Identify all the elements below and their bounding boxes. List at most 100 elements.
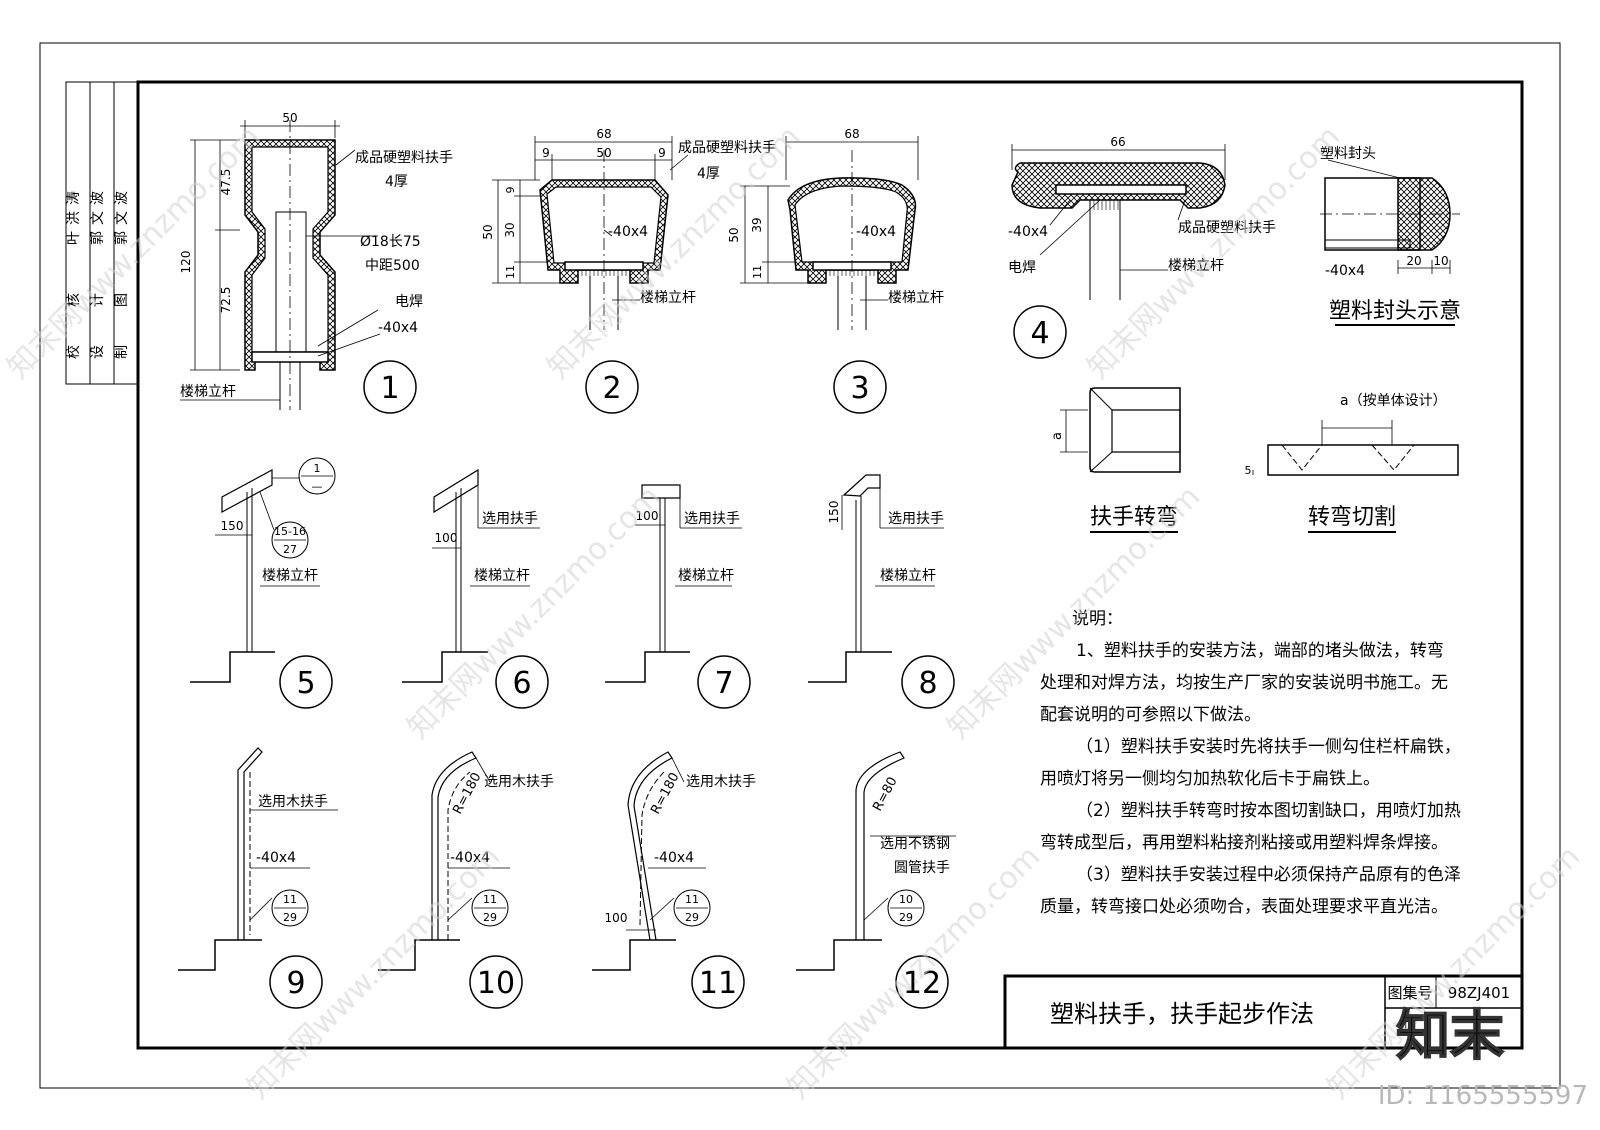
d9-ref-bot: 29 — [283, 911, 297, 924]
sig-c1-0: 校 — [65, 345, 82, 359]
d8-dim: 150 — [827, 501, 841, 524]
detail-7 — [605, 484, 751, 709]
notes-line-7: （3）塑料扶手安装过程中必须保持产品原有的色泽 — [1076, 865, 1461, 885]
title-block-atlas-label: 图集号 — [1387, 984, 1432, 1002]
notes-line-6: 弯转成型后，再用塑料粘接剂粘接或用塑料焊条焊接。 — [1040, 833, 1448, 853]
notes-heading: 说明： — [1072, 609, 1123, 629]
d9-number: 9 — [286, 966, 305, 1001]
d4-label-post: 楼梯立杆 — [1168, 258, 1224, 274]
cut-detail — [1252, 420, 1459, 533]
detail-2 — [492, 136, 689, 414]
d5-ref-bot: — — [312, 480, 323, 493]
title-block — [1003, 974, 1524, 1050]
d11-ref-bot: 29 — [685, 911, 699, 924]
d1-number: 1 — [380, 371, 399, 406]
d1-label-thick: 4厚 — [385, 174, 408, 190]
d9-label-sel: 选用木扶手 — [258, 794, 328, 810]
d10-ref-top: 11 — [483, 893, 497, 906]
d2-dim-total: 68 — [596, 127, 611, 141]
d5-number: 5 — [296, 666, 315, 701]
d3-dim-total: 68 — [844, 127, 859, 141]
detail-12 — [796, 751, 956, 1009]
d9-ref-top: 11 — [283, 893, 297, 906]
notes-block: 说明： 1、塑料扶手的安装方法，端部的堵头做法，转弯 处理和对焊方法，均按生产厂… — [1040, 609, 1461, 917]
d12-ref-top: 10 — [899, 893, 913, 906]
title-block-title: 塑料扶手，扶手起步作法 — [1050, 1000, 1314, 1028]
d10-label-sel: 选用木扶手 — [484, 774, 554, 790]
d5-ref2-top: 15-16 — [274, 525, 306, 538]
d3-dim-height: 50 — [727, 227, 741, 242]
endcap-detail — [1320, 159, 1460, 326]
d1-label-handrail: 成品硬塑料扶手 — [355, 150, 453, 166]
d2-dim-bot: 11 — [504, 265, 517, 279]
d3-label-bar: -40x4 — [856, 224, 896, 240]
d10-number: 10 — [477, 966, 515, 1001]
d10-ref-bot: 29 — [483, 911, 497, 924]
d6-dim: 100 — [435, 531, 458, 545]
d2-label-bar: -40x4 — [608, 224, 648, 240]
d8-label-post: 楼梯立杆 — [880, 568, 936, 584]
inner-frame — [136, 80, 1524, 1050]
d2-dim-left: 9 — [542, 146, 550, 160]
d4-label-bar: -40x4 — [1008, 224, 1048, 240]
detail-10 — [378, 751, 523, 1009]
notes-line-4: 用喷灯将另一侧均匀加热软化后卡于扁铁上。 — [1040, 769, 1380, 789]
notes-line-0: 1、塑料扶手的安装方法，端部的堵头做法，转弯 — [1076, 641, 1444, 661]
d12-ref-bot: 29 — [899, 911, 913, 924]
d7-dim: 100 — [636, 509, 659, 523]
d3-label-post: 楼梯立杆 — [888, 290, 944, 306]
endcap-title: 塑料封头示意 — [1329, 299, 1461, 324]
title-block-atlas-no: 98ZJ401 — [1448, 984, 1510, 1002]
detail-11 — [592, 751, 745, 1009]
cut-label-a: a（按单体设计） — [1340, 393, 1447, 409]
d2-label-post: 楼梯立杆 — [640, 290, 696, 306]
d7-label-post: 楼梯立杆 — [678, 568, 734, 584]
d12-label-sel1: 选用不锈钢 — [880, 836, 950, 852]
watermark-pattern-7: 知末网www.znzmo.com — [781, 839, 1047, 1105]
d2-dim-top: 9 — [504, 187, 517, 194]
notes-line-2: 配套说明的可参照以下做法。 — [1040, 705, 1261, 725]
detail-3 — [740, 136, 919, 414]
d11-radius: R=180 — [648, 770, 682, 817]
watermark-logo: 知末 — [1396, 1004, 1504, 1067]
cut-dim5: 5 — [1245, 464, 1252, 477]
d4-label-weld: 电焊 — [1008, 260, 1036, 276]
sig-c1-2: 制 — [114, 345, 130, 359]
d5-ref2-bot: 27 — [283, 543, 297, 556]
watermark-id: ID: 1165555597 — [1378, 1081, 1588, 1111]
sig-c2-1: 计 — [90, 293, 106, 307]
d3-dim-mid: 39 — [750, 217, 764, 232]
d11-number: 11 — [699, 966, 737, 1001]
endcap-label-bar: -40x4 — [1325, 263, 1365, 279]
d2-dim-mid: 50 — [596, 146, 611, 160]
d11-ref-top: 11 — [685, 893, 699, 906]
detail-4 — [1011, 144, 1226, 359]
d5-label-post: 楼梯立杆 — [262, 568, 318, 584]
d8-number: 8 — [918, 666, 937, 701]
endcap-label-cap: 塑料封头 — [1320, 146, 1376, 162]
d1-dim-width: 50 — [282, 111, 297, 125]
endcap-dim-10: 10 — [1433, 254, 1448, 268]
d4-label-handrail: 成品硬塑料扶手 — [1178, 220, 1276, 236]
d2-dim-right: 9 — [658, 146, 666, 160]
title-block-page-label: 页 — [1402, 1016, 1417, 1034]
d7-label-sel: 选用扶手 — [684, 511, 740, 527]
d2-label-handrail: 成品硬塑料扶手 — [678, 140, 776, 156]
detail-9 — [178, 747, 338, 1009]
d6-label-sel: 选用扶手 — [482, 511, 538, 527]
d9-label-bar: -40x4 — [256, 850, 296, 866]
d2-dim-height: 50 — [481, 224, 495, 239]
detail-1 — [180, 120, 417, 414]
sig-c2-0: 核 — [66, 293, 82, 307]
turn-dim-a: a — [1050, 432, 1065, 440]
d11-label-sel: 选用木扶手 — [686, 774, 756, 790]
d11-dim: 100 — [605, 911, 628, 925]
notes-line-3: （1）塑料扶手安装时先将扶手一侧勾住栏杆扁铁， — [1076, 737, 1461, 757]
detail-6 — [402, 468, 549, 709]
turn-detail — [1060, 387, 1181, 533]
d6-label-post: 楼梯立杆 — [474, 568, 530, 584]
d2-label-thick: 4厚 — [697, 166, 720, 182]
cut-title: 转弯切割 — [1308, 505, 1396, 530]
d6-number: 6 — [512, 666, 531, 701]
